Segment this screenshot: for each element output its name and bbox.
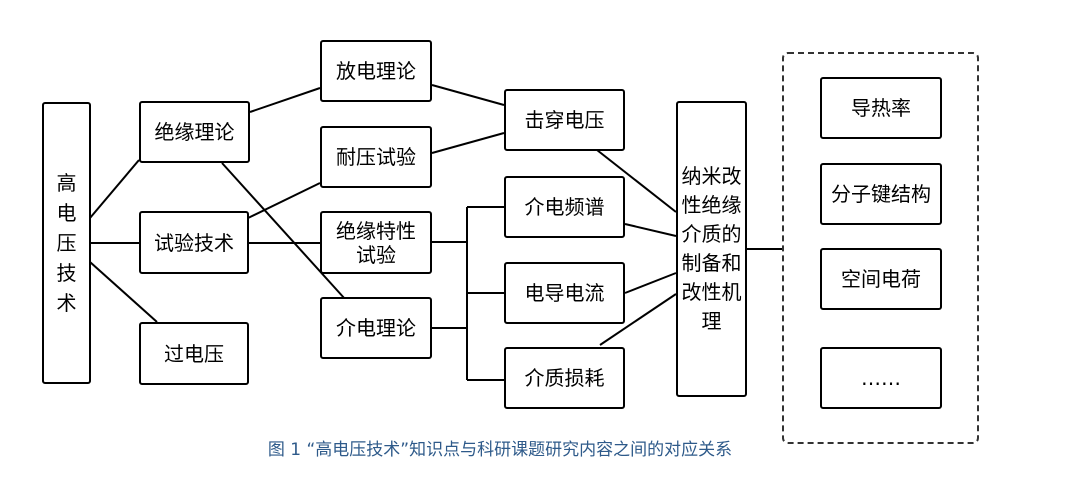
figure-caption: 图 1 “高电压技术”知识点与科研课题研究内容之间的对应关系 xyxy=(267,440,733,460)
node-insulation-characteristic-test: 绝缘特性 试验 xyxy=(320,211,432,274)
node-overvoltage: 过电压 xyxy=(139,322,249,385)
node-breakdown-voltage: 击穿电压 xyxy=(504,89,625,151)
node-dielectric-theory: 介电理论 xyxy=(320,297,432,359)
node-thermal-conductivity: 导热率 xyxy=(820,77,942,139)
node-test-technology: 试验技术 xyxy=(139,211,249,274)
research-content-group xyxy=(782,52,979,444)
node-molecular-bond-structure: 分子键结构 xyxy=(820,163,942,225)
node-dielectric-loss: 介质损耗 xyxy=(504,347,625,409)
node-dielectric-spectrum: 介电频谱 xyxy=(504,176,625,238)
node-insulation-theory: 绝缘理论 xyxy=(139,101,250,163)
node-space-charge: 空间电荷 xyxy=(820,248,942,310)
node-ellipsis: …… xyxy=(820,347,942,409)
node-nano-modified-dielectric: 纳米改性绝缘介质的制备和改性机理 xyxy=(676,101,747,397)
node-high-voltage-technology: 高电压技术 xyxy=(42,102,91,384)
node-discharge-theory: 放电理论 xyxy=(320,40,432,102)
node-conduction-current: 电导电流 xyxy=(504,262,625,324)
node-withstand-voltage-test: 耐压试验 xyxy=(320,126,432,188)
